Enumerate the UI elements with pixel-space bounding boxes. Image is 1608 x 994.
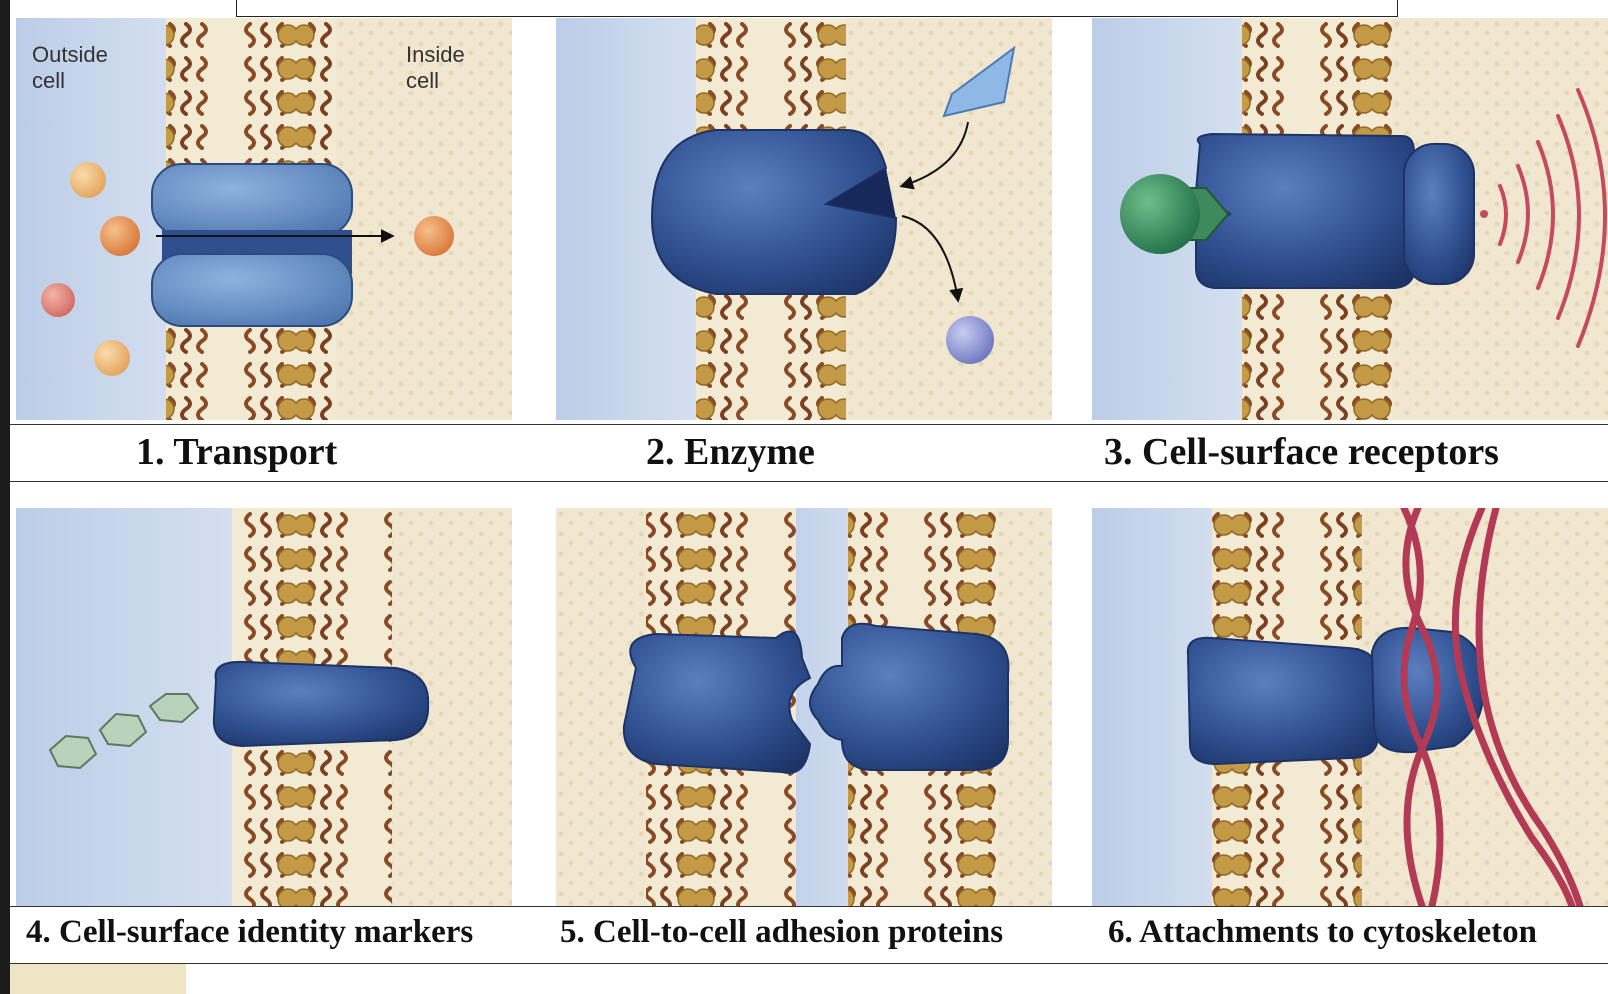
receptor-protein bbox=[1194, 132, 1415, 289]
solute-molecule bbox=[41, 283, 75, 317]
panel-enzyme bbox=[556, 18, 1052, 420]
title-box bbox=[236, 0, 1398, 17]
caption-enzyme: 2. Enzyme bbox=[646, 431, 815, 473]
left-edge-bar bbox=[0, 0, 10, 994]
channel-protein bbox=[151, 163, 353, 327]
substrate-arrow bbox=[899, 121, 969, 190]
membrane-texture-swatch bbox=[10, 964, 186, 994]
product-arrow bbox=[901, 215, 964, 303]
active-site bbox=[826, 168, 896, 218]
solute-molecule bbox=[100, 216, 140, 256]
signal-molecule bbox=[1120, 174, 1200, 254]
caption-row-bottom bbox=[10, 906, 1608, 964]
product-molecule bbox=[946, 316, 994, 364]
anchor-protein bbox=[1186, 636, 1380, 766]
caption-identity-markers: 4. Cell-surface identity markers bbox=[26, 914, 474, 950]
actin-filament bbox=[1400, 508, 1584, 906]
panel-cytoskeleton bbox=[1092, 508, 1608, 906]
panel-receptors bbox=[1092, 18, 1608, 420]
transported-molecule bbox=[414, 216, 454, 256]
solute-molecule bbox=[94, 340, 130, 376]
caption-transport: 1. Transport bbox=[136, 431, 338, 473]
panel-identity-markers bbox=[16, 508, 512, 906]
solute-molecule bbox=[70, 162, 106, 198]
adhesion-protein-right bbox=[809, 622, 1010, 771]
caption-receptors: 3. Cell-surface receptors bbox=[1104, 431, 1499, 473]
outside-cell-label: Outside cell bbox=[32, 42, 108, 93]
adhesion-protein-left bbox=[622, 630, 812, 774]
substrate-molecule bbox=[942, 45, 1016, 118]
panel-transport: Outside cell Inside cell bbox=[16, 18, 512, 420]
inside-cell-label: Inside cell bbox=[406, 42, 465, 93]
signal-waves bbox=[1498, 88, 1607, 348]
carbohydrate-chain bbox=[48, 693, 200, 770]
caption-adhesion: 5. Cell-to-cell adhesion proteins bbox=[560, 914, 1004, 950]
enzyme-protein bbox=[650, 129, 898, 295]
caption-cytoskeleton: 6. Attachments to cytoskeleton bbox=[1108, 914, 1537, 950]
panel-adhesion bbox=[556, 508, 1052, 906]
glycoprotein bbox=[212, 660, 430, 748]
caption-row-top bbox=[10, 424, 1608, 482]
